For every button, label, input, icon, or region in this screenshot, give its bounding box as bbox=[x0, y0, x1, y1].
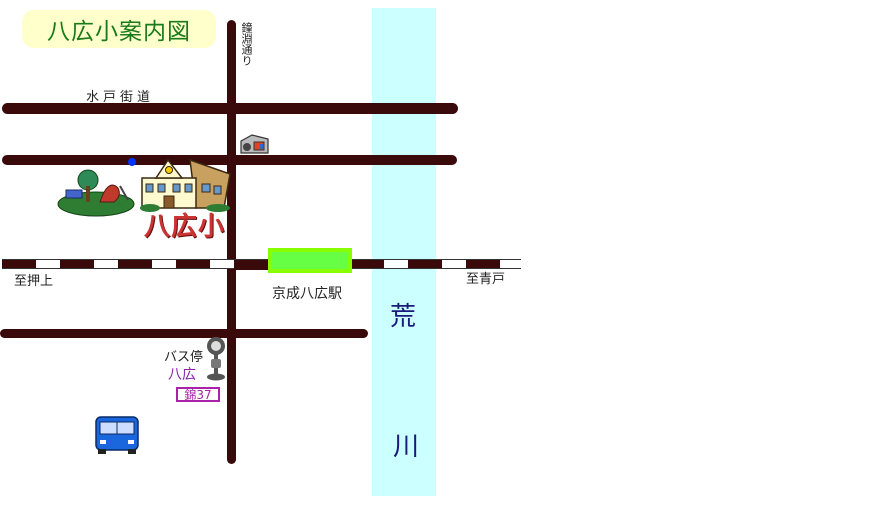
mito-kaido-road bbox=[2, 103, 458, 114]
bus-stop-sign-icon bbox=[207, 337, 225, 381]
river-label-top: 荒 bbox=[390, 302, 417, 332]
bus-stop-name: 八広 bbox=[168, 367, 196, 383]
map-title: 八広小案内図 bbox=[22, 10, 216, 48]
kanegafuchi-dori-label: 鐘淵通り bbox=[240, 22, 253, 66]
station-label: 京成八広駅 bbox=[272, 286, 342, 302]
park-icon bbox=[57, 169, 135, 217]
kanegafuchi-road bbox=[227, 20, 236, 464]
lower-cross-road bbox=[0, 329, 368, 338]
to-aoto-label: 至青戸 bbox=[466, 272, 506, 287]
station-access-path bbox=[234, 267, 270, 270]
school-label: 八広小 bbox=[144, 212, 226, 242]
mito-kaido-label: 水戸街道 bbox=[86, 90, 155, 105]
keisei-yahiro-station bbox=[268, 248, 352, 273]
bus-route-badge: 錦37 bbox=[176, 387, 220, 402]
to-oshiage-label: 至押上 bbox=[14, 274, 54, 289]
school-building-icon bbox=[140, 158, 231, 212]
river-label-bottom: 川 bbox=[393, 432, 420, 462]
camera-icon bbox=[240, 134, 269, 154]
marker-dot bbox=[128, 158, 136, 166]
bus-stop-label: バス停 bbox=[164, 350, 204, 365]
upper-cross-road bbox=[2, 155, 457, 165]
arakawa-river bbox=[372, 8, 436, 496]
bus-icon bbox=[95, 416, 139, 454]
